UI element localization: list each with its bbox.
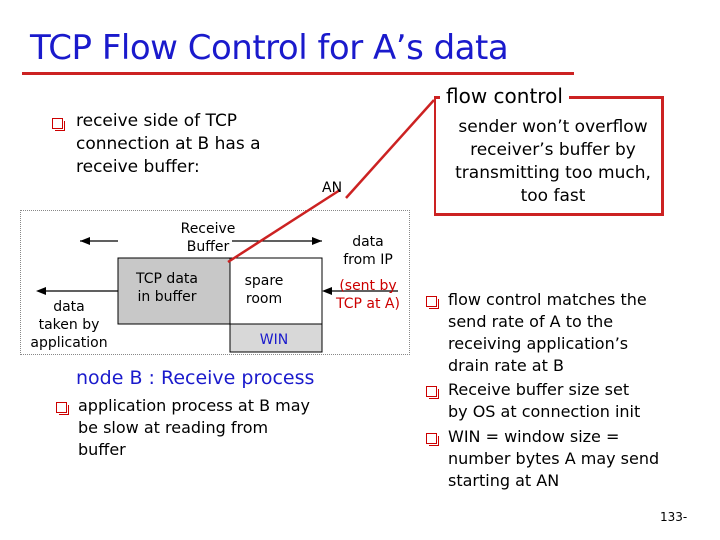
- right-bullet-1: flow control matches the send rate of A …: [448, 290, 647, 375]
- buffer-span-right-arrow: [312, 237, 322, 245]
- flow-control-label: flow control: [440, 84, 569, 108]
- receive-buffer-label: Receive Buffer: [180, 221, 236, 255]
- spare-room-label: spare room: [244, 273, 284, 307]
- an-pointer-line: [227, 188, 341, 264]
- app-process-text: application process at B may be slow at …: [78, 396, 310, 459]
- bullet-icon: [426, 296, 439, 309]
- bullet-icon: [426, 433, 439, 446]
- tcp-data-label: TCP data in buffer: [136, 271, 198, 305]
- right-bullet-2: Receive buffer size set by OS at connect…: [448, 380, 641, 421]
- bullet-icon: [52, 118, 65, 131]
- win-label: WIN: [259, 332, 289, 348]
- data-from-ip-label: data from IP (sent by TCP at A): [336, 234, 400, 312]
- win-region: [229, 323, 323, 353]
- an-label: AN: [322, 180, 343, 196]
- data-out-arrow: [36, 287, 46, 295]
- bullet-icon: [426, 386, 439, 399]
- node-b-title: node B : Receive process: [76, 367, 315, 389]
- spare-room-region: [229, 257, 323, 325]
- bullet-icon: [56, 402, 69, 415]
- title-underline: [22, 72, 574, 75]
- buffer-span-left-arrow: [80, 237, 90, 245]
- right-bullet-3: WIN = window size = number bytes A may s…: [448, 427, 660, 490]
- data-in-arrow: [322, 287, 332, 295]
- receive-side-text: receive side of TCP connection at B has …: [76, 111, 261, 177]
- page-title: TCP Flow Control for A’s data: [30, 28, 509, 68]
- page-number: 133-: [660, 510, 688, 524]
- data-taken-label: data taken by application: [30, 299, 108, 351]
- flow-control-text: sender won’t overflow receiver’s buffer …: [455, 117, 651, 206]
- fc-pointer-line: [345, 99, 435, 199]
